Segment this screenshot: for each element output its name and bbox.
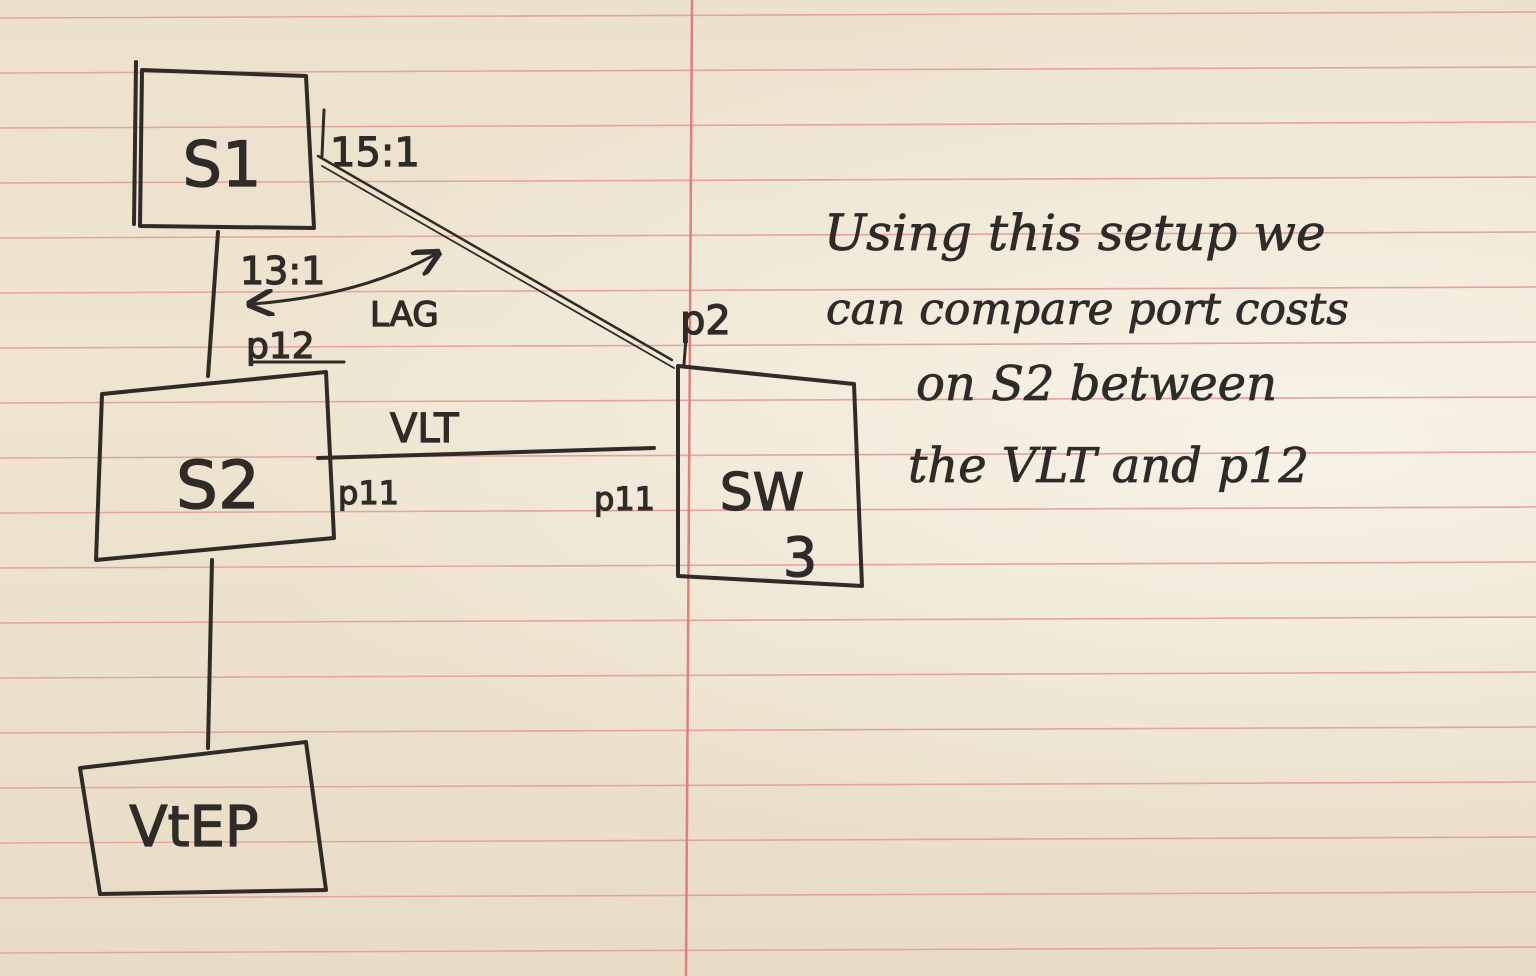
ruled-line bbox=[0, 66, 1536, 74]
vtep-box bbox=[78, 740, 328, 896]
ruled-line bbox=[0, 176, 1536, 184]
note-line-2: can compare port costs bbox=[826, 284, 1349, 335]
ruled-line bbox=[0, 891, 1536, 899]
ruled-line bbox=[0, 726, 1536, 734]
vlt-label: VLT bbox=[390, 406, 459, 452]
ruled-line bbox=[0, 781, 1536, 789]
note-line-4: the VLT and p12 bbox=[908, 438, 1309, 494]
lag-label: LAG bbox=[370, 295, 439, 335]
ruled-line bbox=[0, 836, 1536, 844]
port-13-1-label: 13:1 bbox=[240, 249, 325, 293]
lag-arrow bbox=[252, 254, 436, 304]
s1-sw3-link-second bbox=[321, 165, 675, 369]
sw3-number-label: 3 bbox=[783, 526, 817, 589]
port-15-1-label: 15:1 bbox=[330, 130, 420, 176]
note-line-1: Using this setup we bbox=[824, 204, 1326, 262]
s2-box bbox=[94, 370, 336, 562]
ruled-line bbox=[0, 11, 1536, 19]
port-p2-label: p2 bbox=[680, 298, 731, 344]
ruled-line bbox=[0, 671, 1536, 679]
vlt-link bbox=[316, 446, 656, 460]
s1-sw3-link bbox=[316, 154, 674, 362]
ruled-line bbox=[0, 396, 1536, 404]
ruled-line bbox=[0, 341, 1536, 349]
ruled-line bbox=[0, 231, 1536, 239]
sw3-box bbox=[676, 364, 864, 588]
sw3-port-p11-label: p11 bbox=[594, 480, 655, 518]
ruled-line bbox=[0, 946, 1536, 954]
ruled-line bbox=[0, 451, 1536, 459]
s1-box bbox=[138, 68, 316, 230]
port-p2-tick bbox=[682, 336, 688, 366]
port-15-1-tick bbox=[320, 108, 326, 158]
note-line-3: on S2 between bbox=[916, 356, 1277, 412]
s2-port-p11-label: p11 bbox=[338, 474, 399, 512]
s1-label: S1 bbox=[183, 128, 262, 201]
ruled-line bbox=[0, 561, 1536, 569]
s2-vtep-link bbox=[206, 558, 214, 750]
ruled-line bbox=[0, 616, 1536, 624]
s1-box-edge bbox=[132, 60, 138, 226]
ruled-line bbox=[0, 121, 1536, 129]
s2-label: S2 bbox=[176, 447, 260, 524]
port-p12-label: p12 bbox=[246, 326, 315, 367]
margin-line bbox=[684, 0, 694, 976]
vtep-label: VtEP bbox=[129, 795, 258, 860]
ruled-line bbox=[0, 506, 1536, 514]
s1-s2-link bbox=[206, 230, 220, 378]
sw3-label: SW bbox=[720, 463, 804, 523]
